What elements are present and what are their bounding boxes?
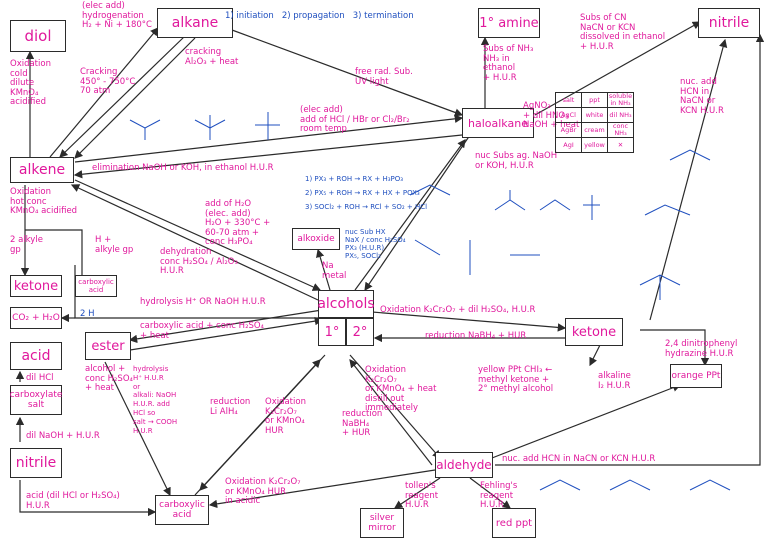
node-alkoxide: alkoxide <box>292 228 340 250</box>
label-hydrogenation: (elec add) hydrogenation H₂ + Ni + 180°C <box>82 1 152 30</box>
table-row: salt ppt soluble in NH₃ <box>555 92 634 108</box>
label-nuc-sub-hx: nuc Sub HX NaX / conc H₂SO₄ PX₃ (H.U.R) … <box>345 228 406 260</box>
label-dil-naoh: dil NaOH + H.U.R <box>26 431 100 441</box>
label-px3: 1) PX₃ + ROH → RX + H₃PO₃ 2) PX₅ + ROH →… <box>305 175 428 211</box>
label-oxidation-ketone: Oxidation K₂Cr₂O₇ + dil H₂SO₄, H.U.R <box>380 305 536 315</box>
node-ketone-right: ketone <box>565 318 623 346</box>
node-secondary: 2° <box>346 318 374 346</box>
label-dehydration: dehydration conc H₂SO₄ / Al₂O₃ H.U.R <box>160 247 238 276</box>
label-dil-hcl: dil HCl <box>26 373 54 383</box>
node-acid: acid <box>10 342 62 370</box>
node-nitrile-left: nitrile <box>10 448 62 478</box>
node-co2: CO₂ + H₂O <box>10 307 62 329</box>
label-free-rad: free rad. Sub. UV light <box>355 67 413 87</box>
node-red-ppt: red ppt <box>492 508 536 538</box>
label-alkaline: alkaline I₂ H.U.R <box>598 371 631 391</box>
table-cell: AgI <box>555 137 582 153</box>
label-cracking-right: cracking Al₂O₃ + heat <box>185 47 239 67</box>
table-cell: soluble in NH₃ <box>607 92 634 108</box>
table-cell: salt <box>555 92 582 108</box>
table-cell: yellow <box>581 137 608 153</box>
node-primary: 1° <box>318 318 346 346</box>
node-carboxylic-small: carboxylic acid <box>75 275 117 297</box>
table-row: AgI yellow ✕ <box>555 137 634 153</box>
node-alkane: alkane <box>157 8 233 38</box>
table-cell: ppt <box>581 92 608 108</box>
label-reduction-lialh4: reduction Li AlH₄ <box>210 397 251 417</box>
label-nuc-add-right: nuc. add HCN in NaCN or KCN H.U.R <box>680 77 724 116</box>
label-nuc-add-bottom: nuc. add HCN in NaCN or KCN H.U.R <box>502 454 656 464</box>
label-elec-add-hx: (elec add) add of HCl / HBr or Cl₂/Br₂ r… <box>300 105 410 134</box>
table-cell: ✕ <box>607 137 634 153</box>
node-silver-mirror: silver mirror <box>360 508 404 538</box>
label-hydrolysis-left: hydrolysis H⁺ H.U.R or alkali: NaOH H.U.… <box>133 365 178 435</box>
label-cracking-left: Cracking 450° - 750°C 70 atm <box>80 67 136 96</box>
node-aldehyde: aldehyde <box>435 452 493 478</box>
label-add-water: add of H₂O (elec. add) H₂O + 330°C + 60-… <box>205 199 271 247</box>
label-reduction-nabh4: reduction NaBH₄ + HUR <box>425 331 527 341</box>
node-orange-ppt: orange PPt <box>670 364 722 388</box>
node-nitrile-top: nitrile <box>698 8 760 38</box>
node-ketone-left: ketone <box>10 275 62 297</box>
label-dnph: 2,4 dinitrophenyl hydrazine H.U.R <box>665 339 738 359</box>
label-alkyl-gp: 2 alkyle gp <box>10 235 43 255</box>
node-haloalkane: haloalkane <box>462 108 534 138</box>
precipitate-table: salt ppt soluble in NH₃ AgCl white dil N… <box>555 92 634 153</box>
table-cell: conc NH₃ <box>607 122 634 138</box>
node-diol: diol <box>10 20 66 52</box>
label-iodoform: yellow PPt CHI₃ ← methyl ketone + 2° met… <box>478 365 554 394</box>
node-carboxylate: carboxylate salt <box>10 385 62 415</box>
label-na-metal: Na metal <box>322 261 347 281</box>
label-subs-cn: Subs of CN NaCN or KCN dissolved in etha… <box>580 13 666 52</box>
node-ester: ester <box>85 332 131 360</box>
node-alkene: alkene <box>10 157 74 183</box>
label-alkene-oxidation: Oxidation hot conc KMnO₄ acidified <box>10 187 78 216</box>
label-amine-cond: Subs of NH₃ NH₃ in ethanol + H.U.R <box>483 44 534 83</box>
label-two-h: 2 H <box>80 309 95 319</box>
label-reduction-ald: reduction NaBH₄ + HUR <box>342 409 383 438</box>
label-acid-dil: acid (dil HCl or H₂SO₄) H.U.R <box>26 491 120 511</box>
label-diol-oxidation: Oxidation cold dilute KMnO₄ acidified <box>10 59 51 107</box>
node-carboxylic-acid: carboxylic acid <box>155 495 209 525</box>
table-cell: AgCl <box>555 107 582 123</box>
table-cell: dil NH₃ <box>607 107 634 123</box>
table-cell: white <box>581 107 608 123</box>
label-tollens: tollen's reagent H.U.R <box>405 481 439 510</box>
label-elimination: elimination NaOH or KOH, in ethanol H.U.… <box>92 163 274 173</box>
label-oxidation-ald: Oxidation K₂Cr₂O₇ or KMnO₄ + heat distil… <box>365 365 437 413</box>
label-oxidation-bottom: Oxidation K₂Cr₂O₇ or KMnO₄ HUR in acidic <box>225 477 301 506</box>
label-oxidation-mid: Oxidation K₂Cr₂O₇ or KMnO₄ HUR <box>265 397 306 436</box>
table-cell: cream <box>581 122 608 138</box>
label-fehlings: Fehling's reagent H.U.R <box>480 481 518 510</box>
node-amine: 1° amine <box>478 8 540 38</box>
label-h-alkyl: H + alkyle gp <box>95 235 134 255</box>
table-row: AgCl white dil NH₃ <box>555 107 634 123</box>
label-hydrolysis: hydrolysis H⁺ OR NaOH H.U.R <box>140 297 266 307</box>
table-cell: AgBr <box>555 122 582 138</box>
label-nuc-subs-naoh: nuc Subs ag. NaOH or KOH, H.U.R <box>475 151 558 171</box>
label-initiation: 1) initiation 2) propagation 3) terminat… <box>225 11 414 21</box>
label-alcohol-conc: alcohol + conc H₂SO₄ + heat <box>85 364 133 393</box>
label-esterification: carboxylic acid + conc H₂SO₄ + heat <box>140 321 264 341</box>
node-alcohols: alcohols <box>317 290 375 318</box>
table-row: AgBr cream conc NH₃ <box>555 122 634 138</box>
